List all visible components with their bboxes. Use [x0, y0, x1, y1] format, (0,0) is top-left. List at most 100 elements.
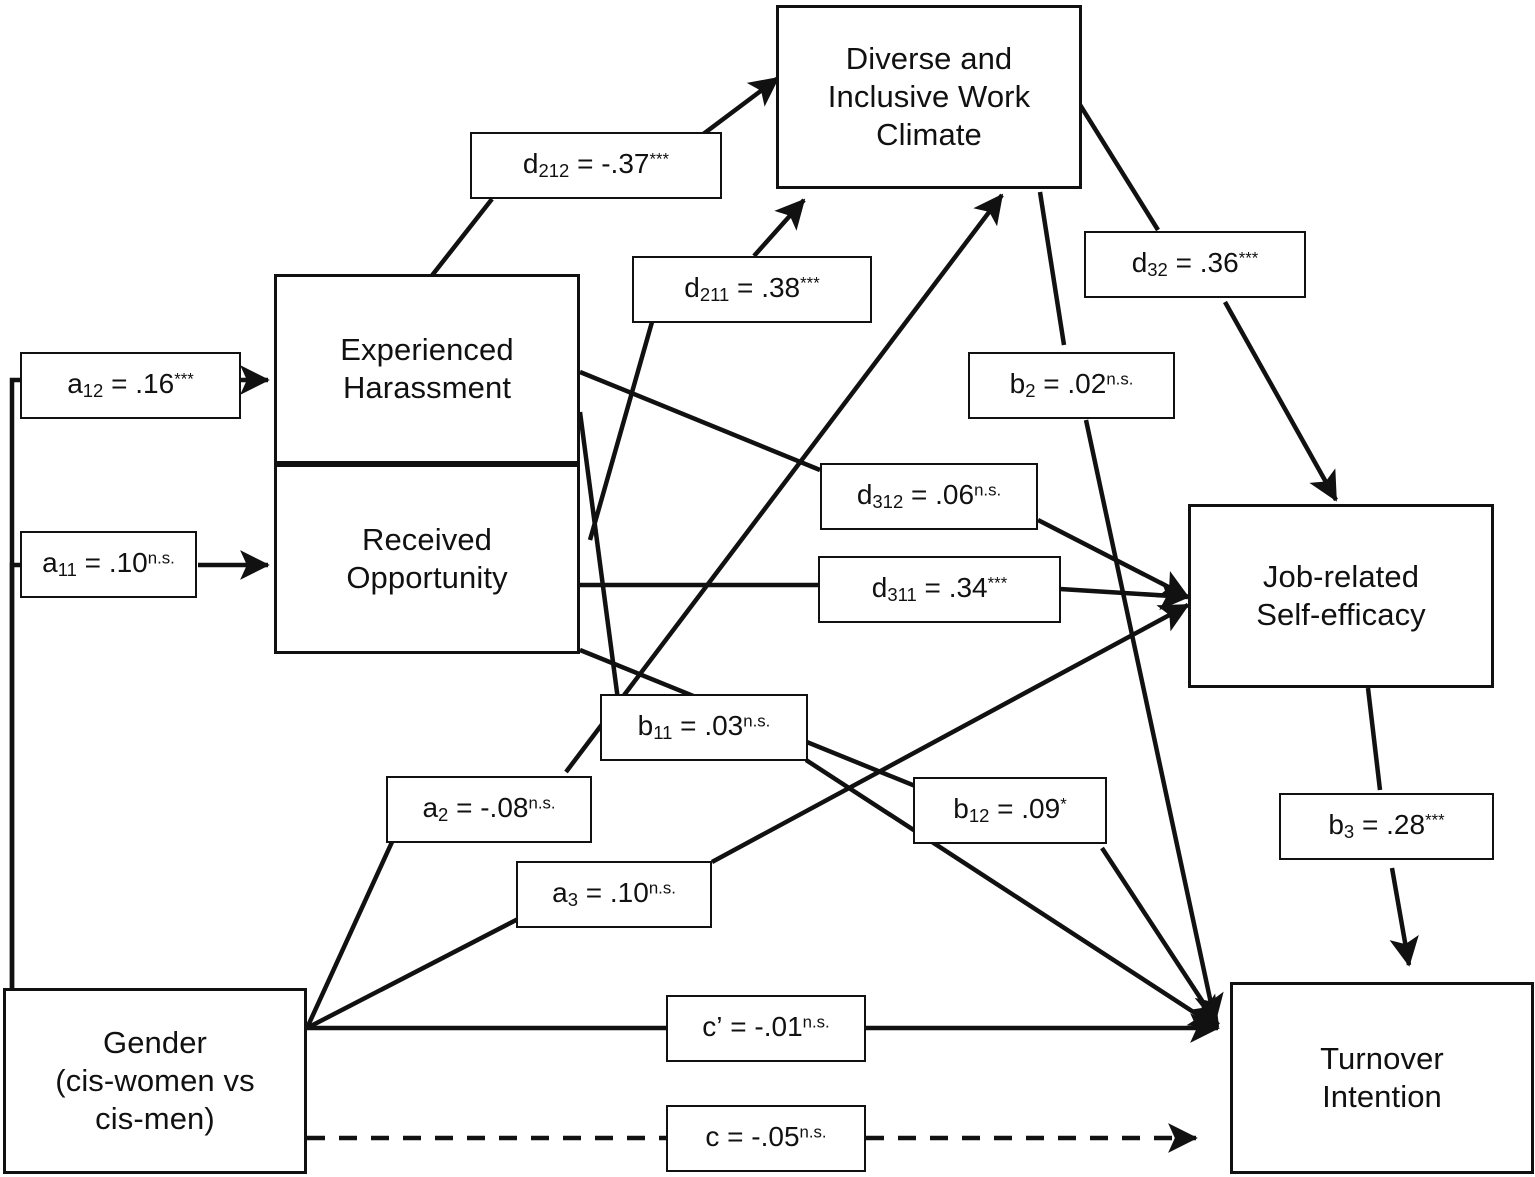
label-c-sup: n.s. — [799, 1122, 827, 1142]
node-job-related-self-efficacy[interactable]: Job-related Self-efficacy — [1188, 504, 1494, 688]
edge-b12-seg2 — [1100, 846, 1220, 1027]
node-efficacy-line1: Job-related — [1262, 559, 1420, 595]
node-climate-line3: Climate — [876, 116, 982, 152]
path-label-d32[interactable]: d32 = .36*** — [1084, 231, 1306, 298]
node-harassment-line1: Experienced — [340, 332, 514, 368]
path-label-d312[interactable]: d312 = .06n.s. — [820, 463, 1038, 530]
label-a2-sup: n.s. — [528, 793, 556, 813]
edge-d211-seg2 — [752, 198, 806, 258]
label-b2-sup: n.s. — [1106, 369, 1134, 389]
node-climate-line1: Diverse and — [845, 41, 1013, 77]
path-label-d211[interactable]: d211 = .38*** — [632, 256, 872, 323]
edge-a2-seg1 — [304, 841, 395, 1029]
label-a12-eq: = — [103, 368, 136, 400]
node-opportunity-line1: Received — [361, 522, 493, 558]
edge-a3-seg1 — [305, 916, 522, 1030]
label-a12-coef: a — [67, 368, 83, 400]
label-d212-eq: = — [569, 148, 602, 180]
label-d311-val: .34 — [948, 572, 988, 604]
label-a2-coef: a — [422, 792, 439, 824]
edge-a3-seg2 — [710, 603, 1190, 864]
label-b3-coef: b — [1328, 809, 1344, 841]
label-a3-sub: 3 — [567, 889, 578, 911]
label-d312-sup: n.s. — [974, 480, 1002, 500]
label-d212-sup: *** — [649, 149, 670, 169]
label-b2-eq: = — [1035, 368, 1068, 400]
node-diverse-inclusive-work-climate[interactable]: Diverse and Inclusive Work Climate — [776, 5, 1082, 189]
edge-b3-seg1 — [1365, 687, 1383, 791]
path-label-c-prime[interactable]: c’ = -.01n.s. — [666, 995, 866, 1062]
label-b3-eq: = — [1354, 809, 1387, 841]
label-a12-sub: 12 — [82, 380, 104, 402]
node-experienced-harassment[interactable]: Experienced Harassment — [274, 274, 580, 464]
label-b12-coef: b — [953, 793, 969, 825]
label-a12-val: .16 — [135, 368, 175, 400]
edge-d32-seg1 — [1070, 90, 1160, 232]
label-d312-coef: d — [856, 479, 873, 511]
path-label-a2[interactable]: a2 = -.08n.s. — [386, 776, 592, 843]
label-d32-val: .36 — [1199, 247, 1239, 279]
label-a2-val: -.08 — [480, 792, 529, 824]
path-label-b2[interactable]: b2 = .02n.s. — [968, 352, 1175, 419]
label-b11-coef: b — [637, 710, 654, 742]
label-a3-coef: a — [552, 877, 568, 909]
label-d32-eq: = — [1167, 247, 1200, 279]
label-b12-sub: 12 — [968, 805, 990, 827]
label-c-val: -.05 — [751, 1121, 800, 1153]
node-turnover-intention[interactable]: Turnover Intention — [1230, 982, 1534, 1174]
path-label-b11[interactable]: b11 = .03n.s. — [600, 694, 808, 761]
node-received-opportunity[interactable]: Received Opportunity — [274, 464, 580, 654]
label-b12-val: .09 — [1021, 793, 1061, 825]
label-a3-sup: n.s. — [648, 878, 676, 898]
label-a2-eq: = — [448, 792, 481, 824]
path-label-d212[interactable]: d212 = -.37*** — [470, 132, 722, 199]
edge-a11 — [9, 562, 22, 1028]
label-d211-sub: 211 — [699, 284, 730, 306]
path-label-b3[interactable]: b3 = .28*** — [1279, 793, 1494, 860]
label-d311-coef: d — [871, 572, 888, 604]
node-gender-line3: cis-men) — [95, 1100, 215, 1136]
label-cprime-sup: n.s. — [802, 1012, 830, 1032]
edge-b2-seg2 — [1083, 419, 1224, 1024]
edge-d212-seg1 — [428, 197, 494, 280]
label-b2-sub: 2 — [1025, 380, 1036, 402]
node-harassment-line2: Harassment — [342, 370, 512, 405]
label-d212-val: -.37 — [601, 148, 650, 180]
label-b11-sup: n.s. — [743, 711, 771, 731]
label-d312-sub: 312 — [872, 491, 904, 513]
label-cprime-coef: c’ — [702, 1011, 723, 1043]
label-b2-coef: b — [1009, 368, 1026, 400]
path-label-d311[interactable]: d311 = .34*** — [818, 556, 1061, 623]
label-a3-eq: = — [577, 877, 610, 909]
label-a11-sub: 11 — [57, 559, 77, 581]
path-label-c[interactable]: c = -.05n.s. — [666, 1105, 866, 1172]
path-label-a3[interactable]: a3 = .10n.s. — [516, 861, 712, 928]
label-b3-sub: 3 — [1343, 821, 1355, 843]
label-b12-eq: = — [989, 793, 1022, 825]
node-gender-line2: (cis-women vs — [55, 1063, 255, 1099]
label-a11-val: .10 — [108, 547, 148, 579]
label-d211-val: .38 — [761, 272, 801, 304]
label-d211-sup: *** — [800, 273, 820, 293]
label-d311-eq: = — [916, 572, 949, 604]
node-turnover-line1: Turnover — [1320, 1041, 1444, 1077]
node-gender[interactable]: Gender (cis-women vs cis-men) — [3, 988, 307, 1174]
label-b3-sup: *** — [1425, 810, 1445, 830]
label-d311-sup: *** — [987, 573, 1008, 593]
edge-b11-seg2 — [804, 758, 1220, 1030]
path-label-a11[interactable]: a11 = .10n.s. — [20, 531, 197, 598]
label-c-coef: c — [705, 1121, 720, 1153]
edge-d212-seg2 — [696, 76, 780, 140]
label-d212-coef: d — [522, 148, 539, 180]
node-efficacy-line2: Self-efficacy — [1256, 597, 1426, 632]
label-d211-coef: d — [684, 272, 700, 304]
label-b3-val: .28 — [1386, 809, 1426, 841]
label-a11-eq: = — [76, 547, 109, 579]
label-a11-coef: a — [42, 547, 58, 579]
label-a11-sup: n.s. — [147, 548, 175, 568]
label-b11-val: .03 — [704, 710, 744, 742]
label-b2-val: .02 — [1067, 368, 1107, 400]
path-label-b12[interactable]: b12 = .09* — [913, 777, 1107, 844]
path-label-a12[interactable]: a12 = .16*** — [20, 352, 241, 419]
